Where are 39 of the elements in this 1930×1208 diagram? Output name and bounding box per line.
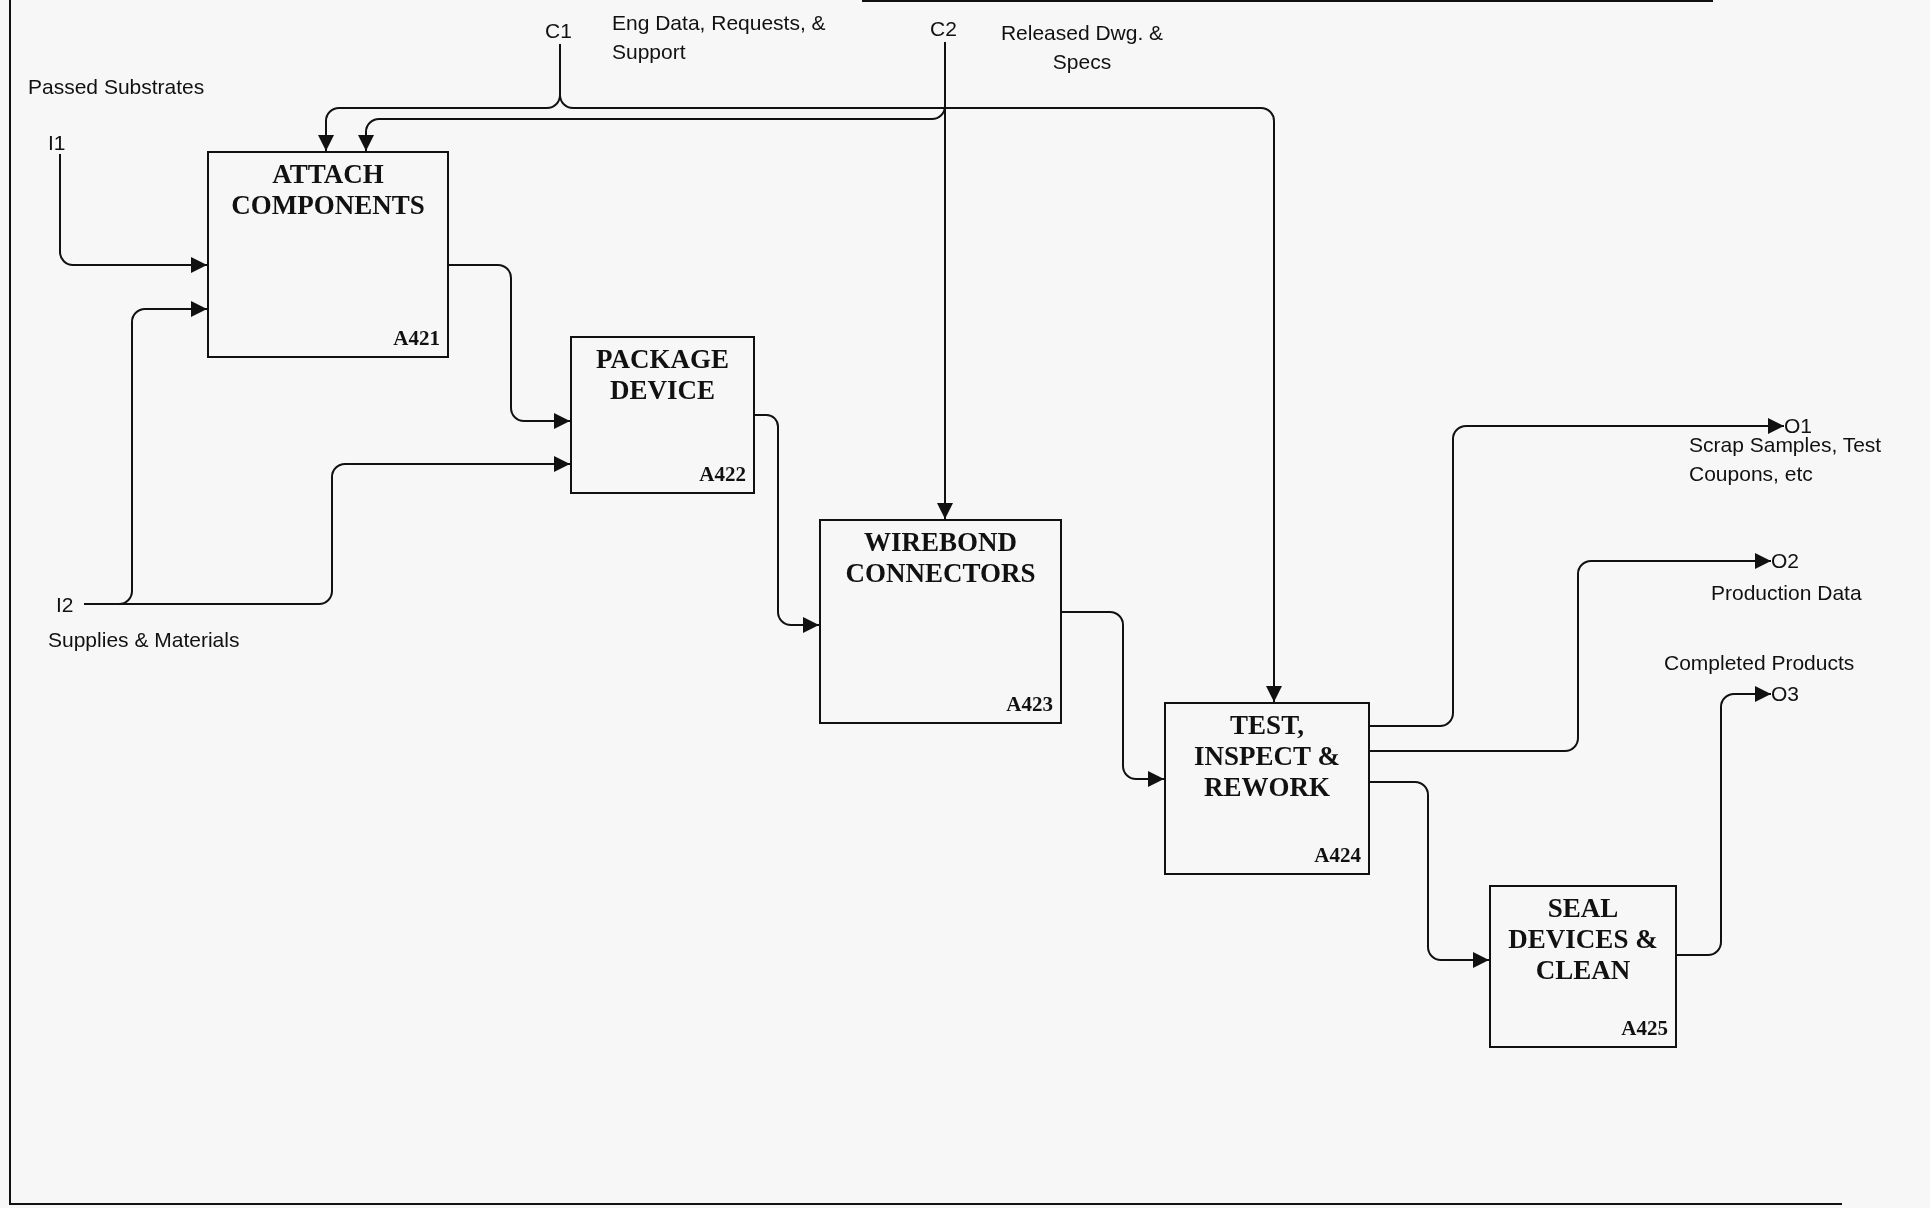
icom-code: C1: [545, 18, 577, 44]
icom-code: O3: [1771, 681, 1805, 707]
activity-box: [819, 519, 1062, 724]
node-number: A421: [393, 326, 440, 351]
arrow: [1369, 418, 1785, 727]
icom-code: I2: [56, 592, 84, 616]
activity-box: [1164, 702, 1370, 875]
icom-code: C2: [930, 16, 962, 42]
activity-box: [570, 336, 755, 494]
arrow: [1369, 781, 1490, 968]
arrow: [937, 41, 953, 520]
activity-title: TEST, INSPECT & REWORK: [1193, 710, 1341, 803]
arrow-label: Supplies & Materials: [48, 627, 241, 653]
arrow: [1369, 553, 1772, 752]
node-number: A423: [1006, 692, 1053, 717]
node-number: A422: [699, 462, 746, 487]
activity-title: WIREBOND CONNECTORS: [844, 527, 1037, 589]
activity-title: SEAL DEVICES & CLEAN: [1507, 893, 1659, 986]
arrow-label: Scrap Samples, Test Coupons, etc: [1689, 433, 1883, 487]
activity-box: [1489, 885, 1677, 1048]
arrow-label: Released Dwg. & Specs: [999, 20, 1165, 75]
arrow: [448, 264, 571, 429]
arrow: [1061, 611, 1165, 787]
node-number: A424: [1314, 843, 1361, 868]
arrow-label: Completed Products: [1664, 650, 1856, 676]
icom-code: I1: [48, 130, 74, 154]
icom-code: O2: [1771, 548, 1805, 574]
arrow: [59, 153, 208, 273]
arrow: [83, 456, 571, 605]
arrow: [754, 414, 820, 633]
arrow: [1676, 686, 1772, 956]
arrow-label: Production Data: [1711, 580, 1863, 606]
activity-box: [207, 151, 449, 358]
node-number: A425: [1621, 1016, 1668, 1041]
arrow-label: Passed Substrates: [28, 74, 206, 100]
arrow: [559, 43, 1282, 703]
arrow-label: Eng Data, Requests, & Support: [612, 10, 827, 65]
activity-title: ATTACH COMPONENTS: [230, 159, 426, 221]
activity-title: PACKAGE DEVICE: [595, 344, 730, 406]
